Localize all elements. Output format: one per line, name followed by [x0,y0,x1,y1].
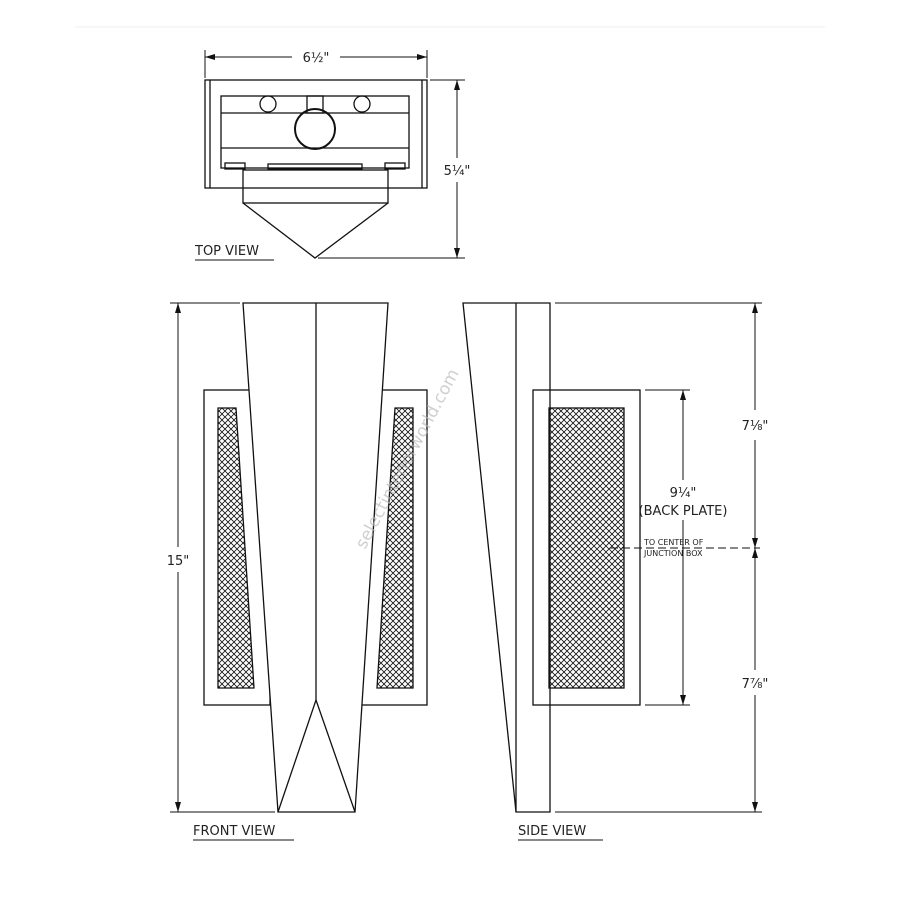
back-plate-label: (BACK PLATE) [639,504,728,519]
side-view-label: SIDE VIEW [518,824,586,839]
height-dimension: 15" [167,554,190,569]
top-view: 6½" 5¼" TOP VIEW [194,50,471,261]
front-view: 15" FRONT VIEW [167,302,428,841]
front-view-label: FRONT VIEW [193,824,275,839]
junction-label-1: TO CENTER OF [643,538,704,547]
junction-label-2: JUNCTION BOX [643,549,703,558]
back-plate-dimension: 9¼" [670,486,697,501]
width-dimension: 6½" [303,51,330,66]
upper-dimension: 7⅛" [742,419,769,434]
depth-dimension: 5¼" [444,164,471,179]
lower-dimension: 7⅞" [742,677,769,692]
top-view-label: TOP VIEW [194,244,259,259]
side-view: 9¼" (BACK PLATE) TO CENTER OF JUNCTION B… [462,302,769,841]
